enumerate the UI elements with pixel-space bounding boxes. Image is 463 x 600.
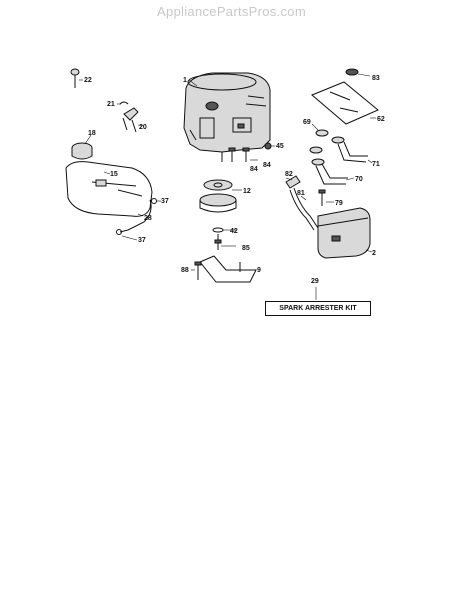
callout-70: 70	[355, 176, 363, 183]
callout-62: 62	[377, 116, 385, 123]
fuel-shutoff-valve[interactable]	[122, 107, 145, 133]
spark-arrester-kit-box[interactable]: SPARK ARRESTER KIT	[265, 301, 371, 316]
callout-45: 45	[276, 143, 284, 150]
engine[interactable]	[183, 72, 271, 162]
callout-2: 2	[372, 250, 376, 257]
callout-37-lower: 37	[138, 237, 146, 244]
callout-1: 1	[183, 77, 187, 84]
callout-29: 29	[311, 278, 319, 285]
callout-18: 18	[88, 130, 96, 137]
breather-tube[interactable]	[289, 187, 319, 231]
spark-arrester-kit-label: SPARK ARRESTER KIT	[279, 305, 357, 312]
pulley-bolt[interactable]	[214, 234, 236, 250]
fuel-clip[interactable]	[117, 101, 129, 105]
callout-88: 88	[181, 267, 189, 274]
callout-81: 81	[297, 190, 305, 197]
nut-45[interactable]	[264, 142, 275, 150]
callout-82: 82	[285, 171, 293, 178]
callout-85: 85	[242, 245, 250, 252]
callout-71: 71	[372, 161, 380, 168]
belt-guide[interactable]	[199, 255, 257, 283]
exhaust-elbow[interactable]	[337, 141, 373, 164]
callout-22: 22	[84, 77, 92, 84]
callout-12: 12	[243, 188, 251, 195]
exhaust-pipe[interactable]	[315, 163, 355, 185]
bolt-88[interactable]	[191, 261, 202, 280]
exhaust-gaskets[interactable]	[309, 123, 345, 166]
watermark: AppliancePartsPros.com	[157, 4, 306, 19]
engine-bolt-2[interactable]	[242, 147, 258, 162]
fuel-line[interactable]	[119, 199, 152, 233]
callout-37-upper: 37	[161, 198, 169, 205]
callout-9: 9	[257, 267, 261, 274]
engine-bolt-1[interactable]	[228, 147, 236, 162]
callout-84-left: 84	[250, 166, 258, 173]
hose-clamp-upper[interactable]	[151, 198, 162, 204]
callout-69: 69	[303, 119, 311, 126]
callout-84-right: 84	[263, 162, 271, 169]
heat-shield[interactable]	[311, 81, 379, 125]
callout-15: 15	[110, 171, 118, 178]
muffler[interactable]	[317, 207, 373, 259]
hose-clamp-lower[interactable]	[116, 229, 138, 241]
washer[interactable]	[212, 227, 236, 233]
muffler-bolt[interactable]	[318, 189, 334, 206]
engine-pulley[interactable]	[199, 179, 242, 213]
exhaust-cap[interactable]	[345, 68, 371, 77]
callout-20: 20	[139, 124, 147, 131]
callout-42: 42	[230, 228, 238, 235]
callout-28: 28	[144, 215, 152, 222]
fitting[interactable]	[285, 175, 301, 189]
callout-79: 79	[335, 200, 343, 207]
callout-21: 21	[107, 101, 115, 108]
callout-83: 83	[372, 75, 380, 82]
fuel-tank[interactable]	[65, 161, 153, 217]
fuel-cap[interactable]	[71, 134, 93, 160]
fuel-line-clip[interactable]	[70, 68, 83, 88]
